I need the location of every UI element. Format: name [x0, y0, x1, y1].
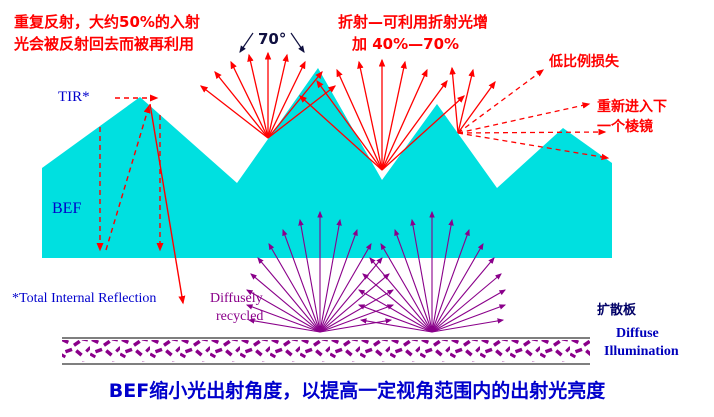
refraction-note-line1: 折射—可利用折射光增: [338, 13, 488, 31]
diffuser-plate: [62, 337, 590, 365]
low-loss-label: 低比例损失: [548, 53, 620, 70]
recycle-note-line2: 光会被反射回去而被再利用: [13, 35, 194, 53]
tir-footnote: *Total Internal Reflection: [12, 291, 156, 306]
angle-label: 70°: [258, 30, 286, 48]
tir-rays: [96, 94, 186, 305]
refraction-fan-left: [199, 51, 337, 139]
diffusely-recycled-line1: Diffusely: [210, 291, 263, 306]
caption: BEF缩小光出射角度，以提高一定视角范围内的出射光亮度: [109, 379, 606, 402]
diffuser-label: 扩散板: [597, 302, 637, 318]
refraction-fan-center: [299, 58, 465, 171]
refraction-note-line2: 加 40%—70%: [351, 35, 459, 53]
reenter-label-line2: 一个棱镜: [597, 118, 653, 135]
tir-label: TIR*: [58, 89, 90, 105]
diffuse-illumination-line2: Illumination: [604, 344, 679, 359]
diffusely-recycled-line2: recycled: [216, 309, 263, 324]
bef-film-shape: [42, 68, 612, 258]
angle-indicator-arrows: [239, 32, 305, 53]
reenter-label-line1: 重新进入下: [597, 98, 667, 115]
recycled-fan-right: [357, 210, 507, 333]
recycled-fan-left: [245, 210, 395, 333]
diffuse-illumination-line1: Diffuse: [616, 326, 659, 341]
recycle-note-line1: 重复反射，大约50%的入射: [14, 13, 200, 31]
bef-label: BEF: [52, 200, 81, 217]
escape-fan-right: [449, 66, 610, 161]
